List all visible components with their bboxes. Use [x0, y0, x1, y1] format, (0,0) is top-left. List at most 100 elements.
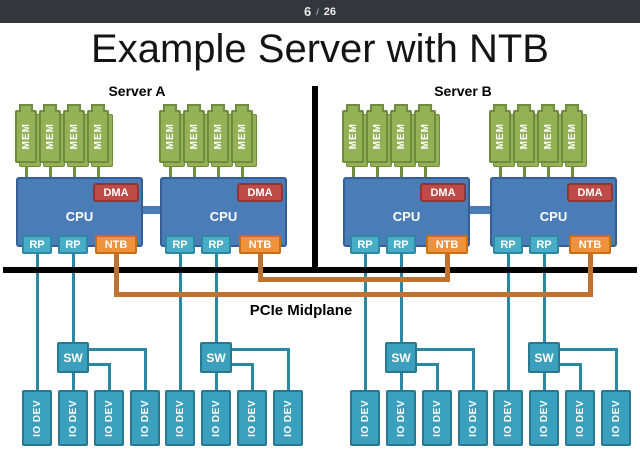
ntb-link-line	[113, 254, 119, 297]
sw-block: SW	[200, 342, 232, 373]
server-a-label: Server A	[108, 83, 166, 99]
mem-leg-line	[499, 163, 502, 178]
io-dev-block: IO DEV	[58, 390, 88, 446]
viewer-topbar: 6 / 26	[0, 0, 640, 23]
io-dev-label: IO DEV	[31, 399, 43, 437]
io-dev-block: IO DEV	[22, 390, 52, 446]
mem-module: MEM	[366, 104, 388, 163]
page-number-total: 26	[323, 5, 336, 18]
ntb-link-line	[257, 254, 263, 282]
io-dev-block: IO DEV	[386, 390, 416, 446]
mem-module: MEM	[207, 104, 229, 163]
pcie-link-line	[399, 254, 403, 343]
slide-title: Example Server with NTB	[91, 27, 549, 71]
mem-leg-line	[97, 163, 100, 178]
mem-leg-line	[352, 163, 355, 178]
ntb-link-line	[444, 254, 450, 282]
rp-port: RP	[529, 235, 559, 254]
io-dev-block: IO DEV	[601, 390, 631, 446]
mem-module: MEM	[342, 104, 364, 163]
mem-module: MEM	[231, 104, 253, 163]
cpu-interconnect-link	[470, 206, 490, 214]
dma-block: DMA	[237, 183, 283, 202]
mem-leg-line	[217, 163, 220, 178]
mem-module: MEM	[183, 104, 205, 163]
io-dev-block: IO DEV	[458, 390, 488, 446]
pcie-link-line	[399, 373, 403, 392]
pcie-link-line	[435, 363, 439, 392]
server-b-label: Server B	[434, 83, 492, 99]
rp-port: RP	[386, 235, 416, 254]
pcie-link-line	[614, 348, 618, 392]
io-dev-block: IO DEV	[201, 390, 231, 446]
pcie-link-line	[89, 348, 146, 351]
io-dev-block: IO DEV	[529, 390, 559, 446]
page-number-current: 6	[304, 4, 312, 19]
io-dev-block: IO DEV	[565, 390, 595, 446]
pcie-link-line	[250, 363, 254, 392]
mem-module: MEM	[159, 104, 181, 163]
ntb-port: NTB	[239, 235, 281, 254]
pcie-link-line	[214, 373, 218, 392]
ntb-port: NTB	[95, 235, 137, 254]
mem-leg-line	[547, 163, 550, 178]
pcie-link-line	[214, 254, 218, 343]
pcie-link-line	[542, 373, 546, 392]
ntb-link-line	[587, 254, 593, 297]
mem-module: MEM	[390, 104, 412, 163]
io-dev-block: IO DEV	[237, 390, 267, 446]
cpu-interconnect-link	[143, 206, 160, 214]
rp-port: RP	[22, 235, 52, 254]
server-divider-line	[312, 86, 318, 273]
sw-block: SW	[528, 342, 560, 373]
cpu-label: CPU	[65, 209, 94, 224]
mem-leg-line	[25, 163, 28, 178]
io-dev-block: IO DEV	[273, 390, 303, 446]
io-dev-block: IO DEV	[493, 390, 523, 446]
pcie-link-line	[232, 363, 254, 366]
pcie-link-line	[560, 348, 617, 351]
pcie-link-line	[542, 254, 546, 343]
io-dev-block: IO DEV	[165, 390, 195, 446]
io-dev-block: IO DEV	[422, 390, 452, 446]
mem-leg-line	[73, 163, 76, 178]
mem-leg-line	[376, 163, 379, 178]
mem-leg-line	[400, 163, 403, 178]
pcie-link-line	[417, 348, 474, 351]
pcie-link-line	[35, 254, 39, 392]
pcie-link-line	[143, 348, 147, 392]
pcie-link-line	[578, 363, 582, 392]
mem-module: MEM	[561, 104, 583, 163]
rp-port: RP	[165, 235, 195, 254]
pcie-link-line	[71, 254, 75, 343]
pcie-link-line	[178, 254, 182, 392]
rp-port: RP	[493, 235, 523, 254]
mem-leg-line	[241, 163, 244, 178]
page-number-separator: /	[316, 6, 319, 17]
midplane-label: PCIe Midplane	[249, 302, 353, 319]
pcie-link-line	[471, 348, 475, 392]
mem-module: MEM	[537, 104, 559, 163]
pcie-link-line	[560, 363, 582, 366]
pcie-link-line	[363, 254, 367, 392]
pcie-link-line	[71, 373, 75, 392]
pcie-link-line	[506, 254, 510, 392]
mem-label: MEM	[20, 123, 32, 150]
mem-leg-line	[49, 163, 52, 178]
ntb-link-line	[257, 277, 450, 282]
io-dev-block: IO DEV	[350, 390, 380, 446]
io-dev-block: IO DEV	[130, 390, 160, 446]
mem-module: MEM	[87, 104, 109, 163]
midplane-bus-line	[3, 267, 637, 273]
rp-port: RP	[350, 235, 380, 254]
mem-leg-line	[571, 163, 574, 178]
ntb-port: NTB	[426, 235, 468, 254]
mem-module: MEM	[39, 104, 61, 163]
mem-module: MEM	[15, 104, 37, 163]
mem-leg-line	[169, 163, 172, 178]
mem-module: MEM	[414, 104, 436, 163]
io-dev-block: IO DEV	[94, 390, 124, 446]
mem-module: MEM	[513, 104, 535, 163]
pcie-link-line	[89, 363, 111, 366]
